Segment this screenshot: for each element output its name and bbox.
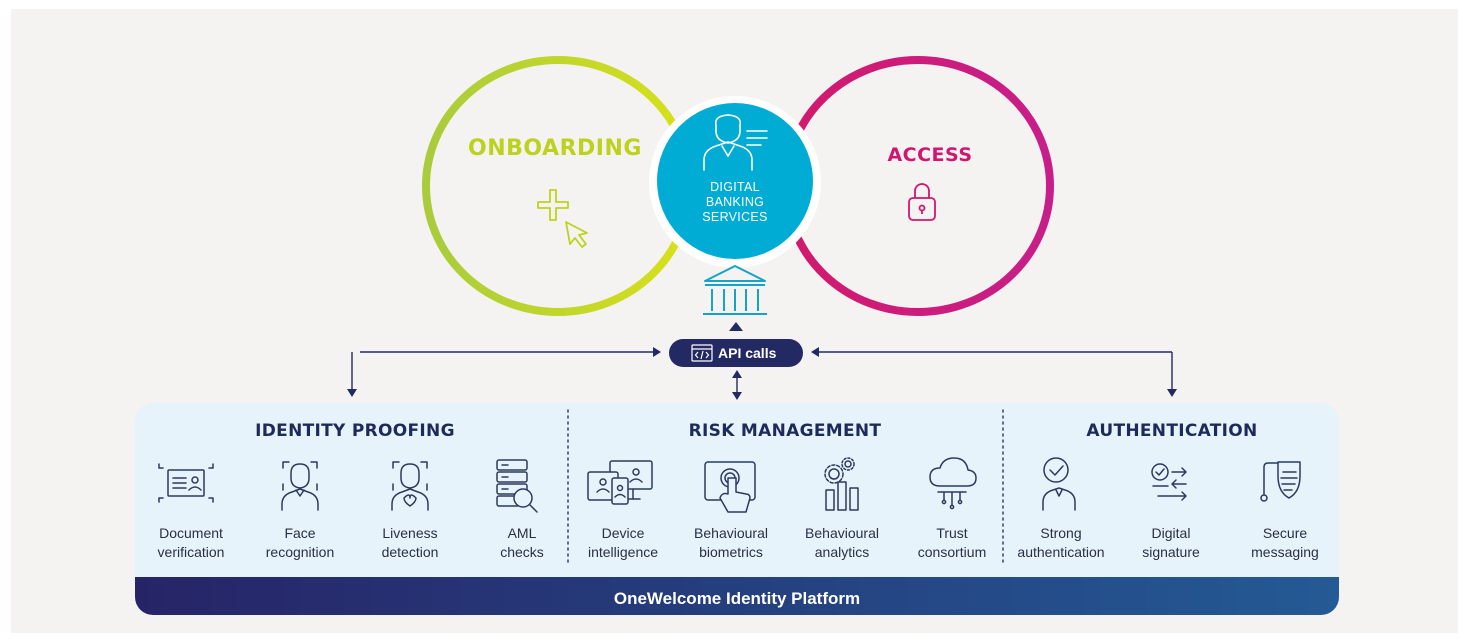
item-line: detection xyxy=(381,544,439,560)
item-line: Device xyxy=(601,525,645,541)
person-card-icon xyxy=(703,114,768,171)
item-line: Behavioural xyxy=(694,525,768,541)
api-calls-label: API calls xyxy=(718,345,777,361)
dbs-line-3: SERVICES xyxy=(702,210,768,224)
access-title: ACCESS xyxy=(887,144,973,166)
dbs-line-2: BANKING xyxy=(705,195,765,209)
lock-icon xyxy=(908,183,936,221)
item-line: Digital xyxy=(1151,525,1191,541)
item-line: Trust xyxy=(936,525,968,541)
item-line: biometrics xyxy=(699,544,763,560)
item-line: analytics xyxy=(814,544,870,560)
analytics-gears-icon xyxy=(824,457,859,511)
item-label-digital-signature: Digital signature xyxy=(1111,524,1231,562)
item-line: Face xyxy=(284,525,316,541)
face-scan-icon xyxy=(281,461,319,511)
item-line: recognition xyxy=(265,544,335,560)
code-window-icon xyxy=(691,344,713,362)
item-line: Liveness xyxy=(382,525,438,541)
item-line: checks xyxy=(500,544,544,560)
item-label-behavioural-biometrics: Behavioural biometrics xyxy=(671,524,791,562)
item-line: Strong xyxy=(1040,525,1082,541)
item-line: AML xyxy=(507,525,537,541)
bank-building-icon xyxy=(703,265,767,315)
item-line: Document xyxy=(159,525,223,541)
tablet-touch-icon xyxy=(704,461,756,513)
arrow-to-bank xyxy=(729,322,743,331)
item-line: Behavioural xyxy=(805,525,879,541)
item-line: authentication xyxy=(1017,544,1105,560)
platform-title: OneWelcome Identity Platform xyxy=(613,589,861,608)
verified-user-icon xyxy=(1042,457,1076,511)
item-line: signature xyxy=(1142,544,1200,560)
digital-banking-services-label: DIGITAL BANKING SERVICES xyxy=(690,180,780,225)
dbs-line-1: DIGITAL xyxy=(710,180,760,194)
item-line: verification xyxy=(157,544,225,560)
item-label-behavioural-analytics: Behavioural analytics xyxy=(782,524,902,562)
center-circle xyxy=(657,103,813,259)
section-dividers xyxy=(567,409,1004,566)
api-connectors xyxy=(351,351,1173,398)
section-title-authentication: AUTHENTICATION xyxy=(1086,421,1258,441)
api-pill xyxy=(669,339,803,367)
item-label-secure-messaging: Secure messaging xyxy=(1225,524,1345,562)
item-line: consortium xyxy=(917,544,987,560)
item-line: messaging xyxy=(1251,544,1319,560)
item-label-face-recognition: Face recognition xyxy=(240,524,360,562)
onboarding-title: ONBOARDING xyxy=(468,136,642,161)
item-label-trust-consortium: Trust consortium xyxy=(892,524,1012,562)
section-title-risk-management: RISK MANAGEMENT xyxy=(688,421,882,441)
signature-exchange-icon xyxy=(1151,463,1187,501)
item-line: Secure xyxy=(1262,525,1308,541)
connector-arrowheads xyxy=(347,347,1177,400)
platform-bar xyxy=(135,577,1339,615)
item-label-strong-authentication: Strong authentication xyxy=(1001,524,1121,562)
cloud-network-icon xyxy=(929,457,977,510)
item-label-aml-checks: AML checks xyxy=(462,524,582,562)
liveness-scan-icon xyxy=(391,461,429,511)
item-label-device-intelligence: Device intelligence xyxy=(563,524,683,562)
plus-cursor-icon xyxy=(537,189,588,248)
item-label-document-verification: Document verification xyxy=(131,524,251,562)
devices-icon xyxy=(587,460,653,505)
section-title-identity-proofing: IDENTITY PROOFING xyxy=(255,421,455,441)
item-line: intelligence xyxy=(587,544,659,560)
server-search-icon xyxy=(496,459,538,513)
item-label-liveness-detection: Liveness detection xyxy=(350,524,470,562)
document-id-icon xyxy=(158,463,214,503)
secure-message-icon xyxy=(1260,461,1301,502)
